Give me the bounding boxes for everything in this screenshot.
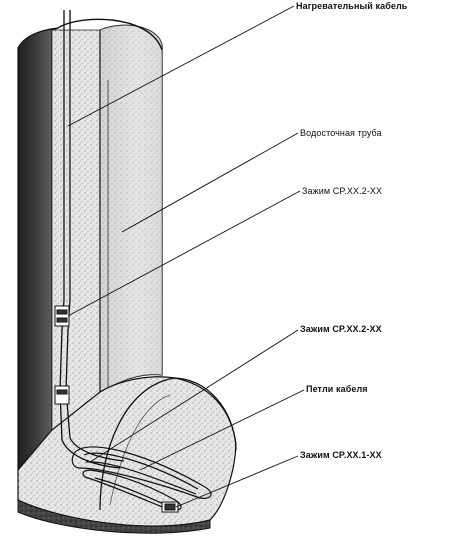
label-heating-cable: Нагревательный кабель bbox=[296, 1, 408, 11]
pipe-top-rim bbox=[57, 18, 163, 51]
heating-cable bbox=[59, 10, 125, 469]
clamp-bottom-mark bbox=[161, 501, 179, 513]
label-downpipe: Водосточная труба bbox=[300, 128, 382, 138]
leader-lines bbox=[67, 5, 305, 508]
cutaway-semicircle bbox=[99, 377, 237, 511]
label-clamp-bottom: Зажим CP.XX.1-XX bbox=[300, 450, 382, 460]
label-clamp-lower: Зажим CP.XX.2-XX bbox=[300, 324, 382, 334]
label-clamp-upper: Зажим CP.XX.2-XX bbox=[302, 186, 383, 196]
clamp-upper-mark bbox=[54, 305, 70, 327]
clamp-lower-mark bbox=[54, 385, 70, 405]
label-cable-loops: Петли кабеля bbox=[306, 384, 368, 394]
